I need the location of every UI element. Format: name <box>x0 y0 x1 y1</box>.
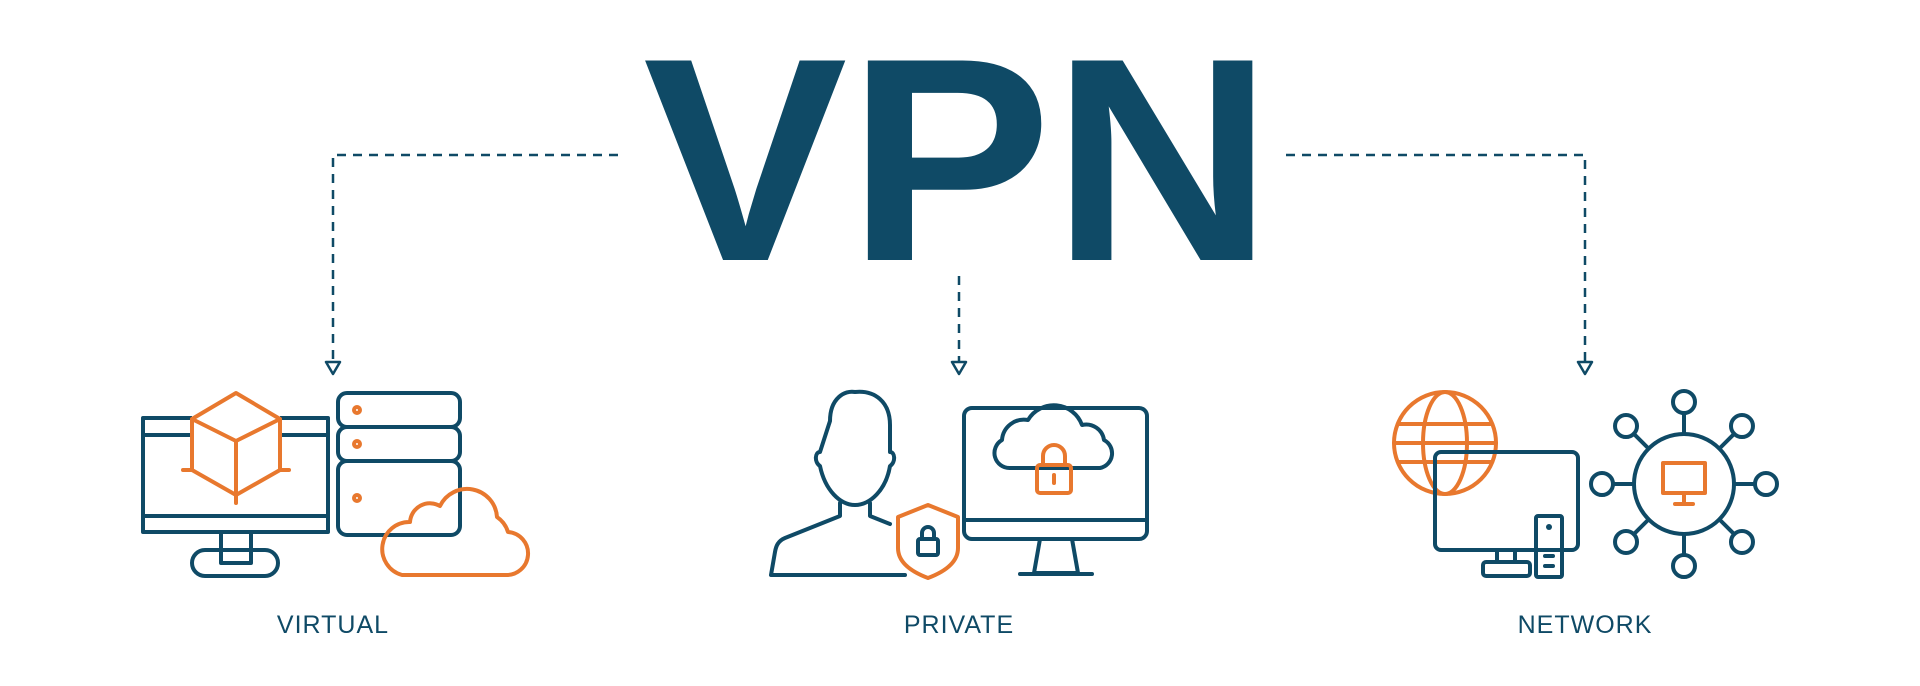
network-node-icon <box>1753 471 1779 497</box>
desktop-computer-icon <box>1433 450 1580 579</box>
network-node-icon <box>1589 471 1615 497</box>
hub-spoke <box>1631 517 1651 537</box>
network-illustration <box>1392 389 1779 579</box>
connector-private <box>950 276 968 376</box>
connector-virtual <box>324 153 618 376</box>
label-private: PRIVATE <box>904 611 1014 639</box>
network-node-icon <box>1671 389 1697 415</box>
network-node-icon <box>1671 553 1697 579</box>
shield-lock-icon <box>896 503 960 580</box>
private-illustration <box>769 389 1149 580</box>
globe-icon <box>1392 390 1498 496</box>
hub-spoke <box>1631 431 1651 451</box>
network-node-icon <box>1613 528 1640 555</box>
connector-network <box>1286 153 1594 376</box>
label-virtual: VIRTUAL <box>277 611 389 639</box>
user-icon <box>769 389 907 577</box>
cloud-icon <box>380 486 530 578</box>
title-vpn: VPN <box>643 0 1273 322</box>
arrow-down-icon <box>324 360 342 376</box>
network-node-icon <box>1728 413 1755 440</box>
hub-spoke <box>1717 431 1737 451</box>
cloud-lock-icon <box>992 403 1115 495</box>
network-node-icon <box>1613 413 1640 440</box>
arrow-down-icon <box>950 360 968 376</box>
arrow-down-icon <box>1576 360 1594 376</box>
cube-icon <box>181 391 291 505</box>
virtual-illustration <box>141 391 530 578</box>
monitor-icon <box>962 406 1149 576</box>
hub-spoke <box>1717 517 1737 537</box>
network-hub-icon <box>1589 389 1779 579</box>
label-network: NETWORK <box>1518 611 1653 639</box>
network-node-icon <box>1728 528 1755 555</box>
server-icon <box>336 391 462 537</box>
